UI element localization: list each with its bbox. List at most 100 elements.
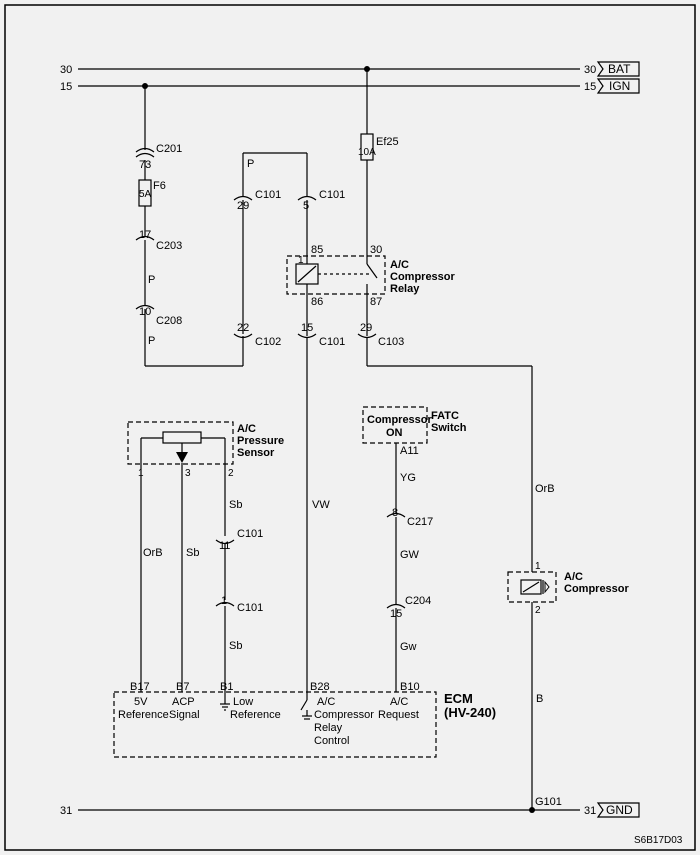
wire-sb-top-label: Sb	[229, 499, 242, 511]
fatc-label-line2: Switch	[431, 422, 467, 434]
sensor-label-line3: Sensor	[237, 447, 275, 459]
ecm-model: (HV-240)	[444, 705, 496, 720]
gnd-rail: 31 31 GND	[60, 802, 640, 818]
relay-label-line3: Relay	[390, 283, 420, 295]
ign-rail-right-number: 15	[584, 81, 596, 93]
compressor-label-line2: Compressor	[564, 583, 630, 595]
ecm-b1-line2: Reference	[230, 709, 281, 721]
c101-e-label: C101	[237, 602, 263, 614]
ecm-b17-line2: Reference	[118, 709, 169, 721]
c101-a-label: C101	[255, 189, 281, 201]
ecm-module: B17 5V Reference B7 ACP Signal B1 Low Re…	[113, 681, 496, 758]
bat-rail-left-number: 30	[60, 64, 72, 76]
fatc-label-line1: FATC	[431, 410, 459, 422]
fatc-switch: Compressor ON FATC Switch A11 YG 8 C217 …	[362, 406, 467, 692]
ign-rail-label: IGN	[609, 79, 630, 93]
ign-branch-left: C201 73 F6 5A 17 C203 P 10 C208 P	[135, 86, 244, 367]
ecm-b28-line2: Compressor	[314, 709, 374, 721]
ecm-b17-line1: 5V	[134, 696, 148, 708]
fatc-pin-a11: A11	[400, 445, 419, 457]
diagram-frame	[4, 4, 696, 851]
relay-pin-30: 30	[370, 244, 382, 256]
relay-pin-1: 1	[298, 255, 304, 266]
wire-vw-label: VW	[312, 499, 330, 511]
c203-label: C203	[156, 240, 182, 252]
wire-p-top: P	[247, 158, 254, 170]
c204-label: C204	[405, 595, 431, 607]
bat-rail-label: BAT	[608, 62, 631, 76]
c103-pin: 29	[360, 322, 372, 334]
c101-e-pin: 1	[221, 595, 227, 607]
wire-sb-bottom-label: Sb	[229, 640, 242, 652]
ef25-rating: 10A	[358, 147, 376, 158]
ef25-name: Ef25	[376, 136, 399, 148]
wire-orb-right-label: OrB	[535, 483, 555, 495]
c101-c-label: C101	[319, 336, 345, 348]
ecm-b28-line1: A/C	[317, 696, 335, 708]
bat-rail-right-number: 30	[584, 64, 596, 76]
fatc-box-line2: ON	[386, 427, 403, 439]
bat-branch-ef25: Ef25 10A	[358, 69, 399, 256]
figure-id: S6B17D03	[634, 835, 683, 846]
fatc-box-line1: Compressor	[367, 414, 433, 426]
ac-compressor-relay: 1 85 86 30 87 A/C Compressor Relay	[286, 244, 456, 308]
wire-p-relay-feed: 29 C101 P 5 C101	[233, 152, 345, 334]
ign-rail: 15 15 IGN	[60, 78, 640, 94]
ecm-b1-line1: Low	[233, 696, 253, 708]
compressor-pin-2: 2	[535, 605, 541, 616]
c101-a-pin: 29	[237, 200, 249, 212]
f6-rating: 5A	[139, 189, 152, 200]
wire-vw: 15 C101 VW	[297, 294, 345, 692]
ecm-pin-b17: B17	[130, 681, 150, 693]
ecm-title: ECM	[444, 691, 473, 706]
ecm-b28-line3: Relay	[314, 722, 343, 734]
c101-c-pin: 15	[301, 322, 313, 334]
relay-pin-87: 87	[370, 296, 382, 308]
c102-label: C102	[255, 336, 281, 348]
sensor-label-line2: Pressure	[237, 435, 284, 447]
f6-name: F6	[153, 180, 166, 192]
sensor-wires: OrB Sb Sb 11 C101 1 C101 Sb	[140, 463, 263, 692]
sensor-label-line1: A/C	[237, 423, 256, 435]
c101-b-pin: 5	[303, 200, 309, 212]
gnd-rail-left-number: 31	[60, 805, 72, 817]
ac-compressor: 1 2 A/C Compressor B G101	[507, 561, 630, 810]
c101-d-label: C101	[237, 528, 263, 540]
ecm-b28-line4: Control	[314, 735, 349, 747]
sensor-pin-2: 2	[228, 468, 234, 479]
wire-orb-compressor: 29 C103 OrB	[357, 294, 555, 572]
c217-label: C217	[407, 516, 433, 528]
compressor-label-line1: A/C	[564, 571, 583, 583]
wire-orb-left-label: OrB	[143, 547, 163, 559]
wire-gw-label: GW	[400, 549, 420, 561]
compressor-pin-1: 1	[535, 561, 541, 572]
ecm-b7-line1: ACP	[172, 696, 195, 708]
wire-gw2-label: Gw	[400, 641, 417, 653]
relay-pin-85: 85	[311, 244, 323, 256]
wire-b-label: B	[536, 693, 543, 705]
wire-p-left-lower: P	[148, 335, 155, 347]
c208-label: C208	[156, 315, 182, 327]
bat-rail: 30 30 BAT	[60, 61, 640, 77]
gnd-rail-label: GND	[606, 803, 633, 817]
relay-label-line2: Compressor	[390, 271, 456, 283]
ecm-pin-b28: B28	[310, 681, 330, 693]
c103-label: C103	[378, 336, 404, 348]
wire-sb-mid-label: Sb	[186, 547, 199, 559]
ac-pressure-sensor: 1 3 2 A/C Pressure Sensor	[127, 421, 284, 479]
wire-p-left-upper: P	[148, 274, 155, 286]
c217-pin: 8	[392, 507, 398, 519]
relay-pin-86: 86	[311, 296, 323, 308]
ecm-pin-b10: B10	[400, 681, 420, 693]
c201-label: C201	[156, 143, 182, 155]
c203-pin: 17	[139, 229, 151, 241]
gnd-rail-right-number: 31	[584, 805, 596, 817]
ign-rail-left-number: 15	[60, 81, 72, 93]
ecm-pin-b7: B7	[176, 681, 189, 693]
sensor-pin-3: 3	[185, 468, 191, 479]
c101-b-label: C101	[319, 189, 345, 201]
ecm-b7-line2: Signal	[169, 709, 200, 721]
ecm-b10-line1: A/C	[390, 696, 408, 708]
relay-label-line1: A/C	[390, 259, 409, 271]
